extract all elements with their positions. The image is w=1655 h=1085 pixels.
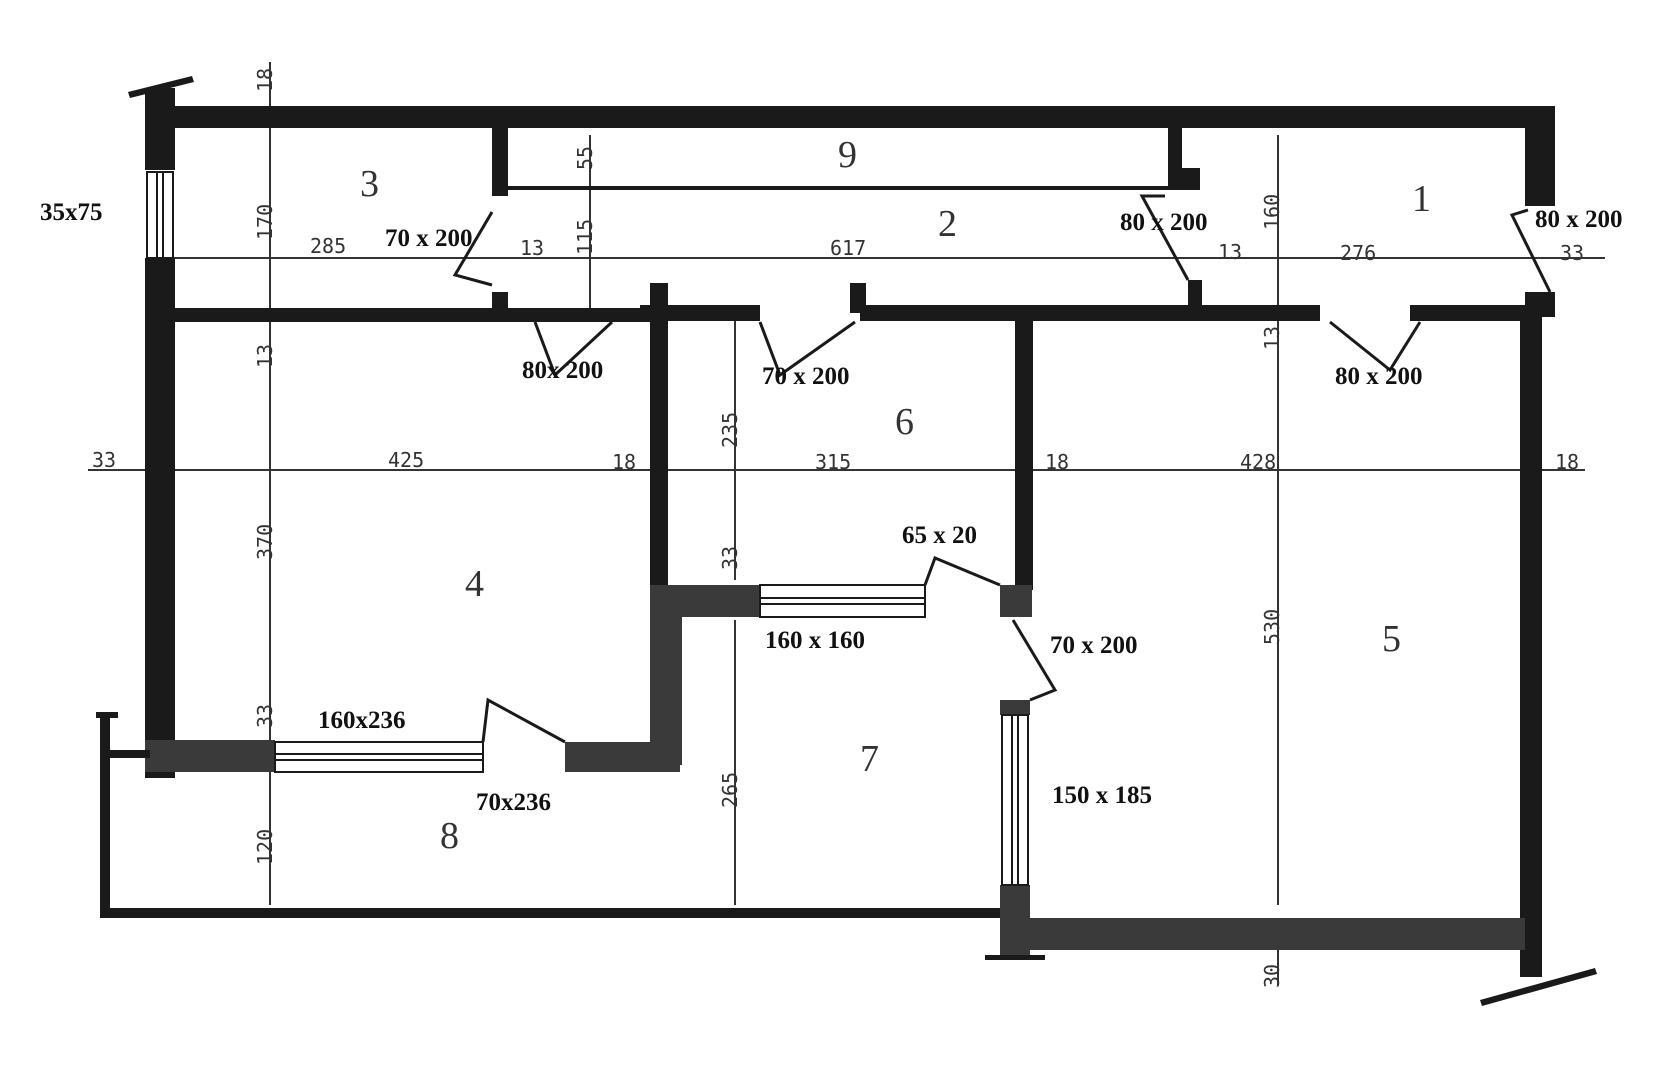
door-label-room6-top: 70 x 200 [762,363,850,390]
dim-corridor-width: 617 [830,236,867,260]
dim-room7-height: 265 [718,771,742,808]
dim-room3-height: 170 [253,203,277,240]
dim-wall-6-5: 18 [1045,450,1070,474]
room-label-9: 9 [838,134,857,176]
dim-inner-wall-right: 13 [1260,325,1284,350]
window-label-room7: 160 x 160 [765,627,865,654]
dim-room1-height: 160 [1260,193,1284,230]
door-label-room7-5: 70 x 200 [1050,632,1138,659]
dim-bottom-wall: 30 [1260,963,1284,988]
dim-room1-width: 276 [1340,241,1377,265]
dim-right-wall: 18 [1555,450,1580,474]
dim-left-wall: 33 [92,448,117,472]
room-label-3: 3 [360,163,379,205]
dim-wall-4-6: 18 [612,450,637,474]
vent-label-room6: 65 x 20 [902,522,977,549]
door-label-room1-right: 80 x 200 [1535,206,1623,233]
window-label-35x75: 35x75 [40,199,103,226]
dim-partition-b: 13 [1218,240,1243,264]
door-label-balcony: 70x236 [476,789,551,816]
room-label-7: 7 [860,738,879,780]
window-label-room4: 160x236 [318,707,406,734]
dim-corridor9-height: 55 [573,145,597,170]
dim-room6-width: 315 [815,450,852,474]
dim-room5-height: 530 [1260,608,1284,645]
room-label-8: 8 [440,815,459,857]
door-swings [452,194,1552,744]
dim-corridor2-height: 115 [573,218,597,255]
room-label-1: 1 [1412,178,1431,220]
window-label-room5: 150 x 185 [1052,782,1152,809]
door-label-room9-end: 80 x 200 [1120,209,1208,236]
dim-room5-width: 428 [1240,450,1277,474]
dim-wall-4-8: 33 [253,703,277,728]
door-label-room3: 70 x 200 [385,225,473,252]
dim-room4-height: 370 [253,523,277,560]
dim-inner-wall-left: 13 [253,343,277,368]
dim-room6-height: 235 [718,411,742,448]
dim-right-wall-top: 33 [1560,241,1585,265]
dim-partition-a: 13 [520,236,545,260]
dimension-lines [88,62,1605,985]
dim-room4-width: 425 [388,448,425,472]
room-label-5: 5 [1382,618,1401,660]
dim-balcony-depth: 120 [253,828,277,865]
windows [146,171,1029,886]
door-label-room5-top: 80 x 200 [1335,363,1423,390]
room-label-4: 4 [465,563,484,605]
dim-top-wall: 18 [253,67,277,92]
room-label-2: 2 [938,203,957,245]
dim-wall-6-7: 33 [718,545,742,570]
room-label-6: 6 [895,401,914,443]
door-label-room4-top: 80x 200 [522,357,604,384]
walls [96,76,1597,1006]
dim-room3-width: 285 [310,234,347,258]
